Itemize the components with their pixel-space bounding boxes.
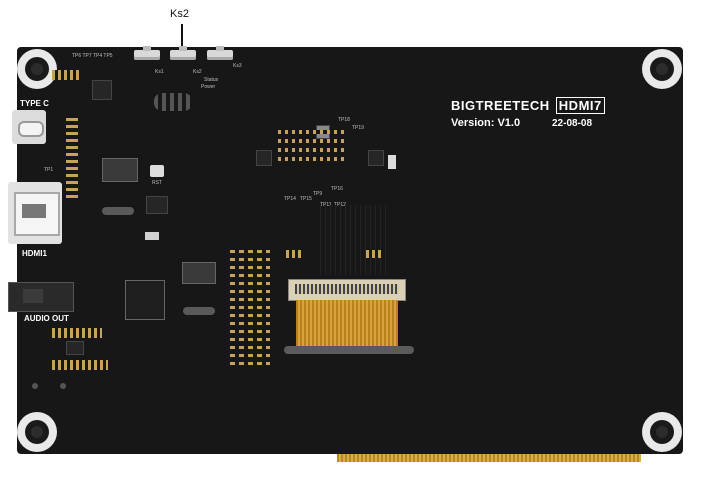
capacitor — [388, 155, 396, 169]
rst-button[interactable] — [150, 165, 164, 177]
tp1-silk: TP1 — [44, 167, 54, 173]
resistor-row-top — [52, 70, 82, 80]
audio-label: AUDIO OUT — [24, 314, 69, 323]
callout-leader-line — [181, 24, 183, 46]
version-date: 22-08-08 — [552, 118, 593, 129]
fpc-ribbon — [296, 300, 398, 352]
tp-top-silk: TP6 TP7 TP4 TP5 — [72, 53, 113, 59]
ks2-button[interactable] — [170, 46, 196, 60]
pad-group-2 — [366, 250, 382, 258]
usb-c-port[interactable] — [12, 110, 46, 144]
passive-cluster — [278, 130, 348, 166]
pad-group-1 — [286, 250, 302, 258]
ks3-button[interactable] — [207, 46, 233, 60]
via-2 — [60, 383, 66, 389]
resistor-row-1 — [52, 328, 102, 338]
ks1-button[interactable] — [134, 46, 160, 60]
fpc-base — [284, 346, 414, 354]
tp15-silk: TP15 — [300, 196, 312, 202]
ic-small-4 — [146, 196, 168, 214]
ribbon-cable-strip — [337, 452, 641, 462]
header-pins — [154, 93, 192, 111]
resistor-matrix — [230, 250, 270, 368]
connector-small-1 — [102, 158, 138, 182]
slot-2 — [183, 307, 215, 315]
ks2-callout-label: Ks2 — [170, 8, 189, 20]
slot-1 — [102, 207, 134, 215]
model-badge: HDMI7 — [555, 97, 605, 114]
hdmi-label: HDMI1 — [22, 249, 47, 258]
connector-small-2 — [182, 262, 216, 284]
ic-small-1 — [256, 150, 272, 166]
mounting-hole-top-left — [17, 49, 57, 89]
usb-label: TYPE C — [20, 99, 49, 108]
tp9-silk: TP9 — [313, 191, 323, 197]
trace-bundle — [320, 205, 390, 275]
status-silk: Status — [204, 77, 219, 83]
brand-logo: BIGTREETECH HDMI7 — [451, 97, 605, 114]
rst-silk: RST — [152, 180, 162, 186]
hdmi-port[interactable] — [8, 182, 62, 244]
mounting-hole-top-right — [642, 49, 682, 89]
mounting-hole-bottom-right — [642, 412, 682, 452]
via-1 — [32, 383, 38, 389]
main-controller-chip — [125, 280, 165, 320]
regulator-chip — [92, 80, 112, 100]
resistor-column — [66, 118, 78, 198]
ic-small-3 — [66, 341, 84, 355]
tp19-silk: TP19 — [352, 125, 364, 131]
ks2-silk: Ks2 — [193, 69, 202, 75]
ks1-silk: Ks1 — [155, 69, 164, 75]
audio-jack[interactable] — [8, 282, 74, 312]
crystal — [145, 232, 159, 240]
ic-small-2 — [368, 150, 384, 166]
tp16-silk: TP16 — [331, 186, 343, 192]
brand-name: BIGTREETECH — [451, 98, 550, 113]
version-label: Version: V1.0 — [451, 117, 521, 129]
power-silk: Power — [201, 84, 216, 90]
tp14-silk: TP14 — [284, 196, 296, 202]
fpc-connector — [288, 279, 406, 301]
tp18-silk: TP18 — [338, 117, 350, 123]
ks3-silk: Ks3 — [233, 63, 242, 69]
mounting-hole-bottom-left — [17, 412, 57, 452]
resistor-row-2 — [52, 360, 108, 370]
